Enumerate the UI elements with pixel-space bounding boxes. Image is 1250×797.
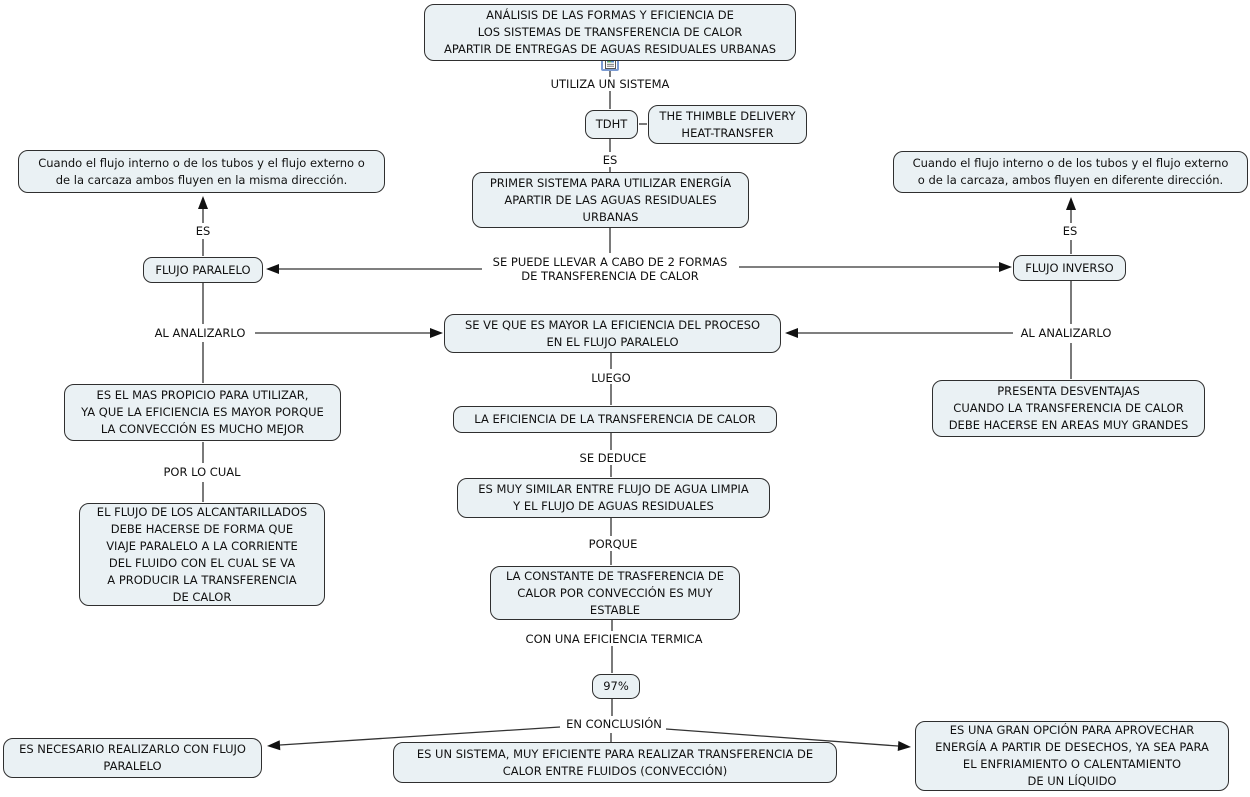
node-flujo-inverso-definicion[interactable]: Cuando el flujo interno o de los tubos y… xyxy=(893,151,1248,193)
node-tdht[interactable]: TDHT xyxy=(585,110,638,139)
link-label-al-analizarlo-right[interactable]: AL ANALIZARLO xyxy=(1020,326,1112,340)
link-label-luego[interactable]: LUEGO xyxy=(591,371,631,385)
node-thimble-delivery[interactable]: THE THIMBLE DELIVERY HEAT-TRANSFER xyxy=(648,105,807,144)
node-flujo-paralelo[interactable]: FLUJO PARALELO xyxy=(143,257,263,283)
link-label-con-una-eficiencia[interactable]: CON UNA EFICIENCIA TERMICA xyxy=(525,632,703,646)
link-label-utiliza-un-sistema[interactable]: UTILIZA UN SISTEMA xyxy=(550,77,670,91)
node-constante-conveccion[interactable]: LA CONSTANTE DE TRASFERENCIA DE CALOR PO… xyxy=(490,566,740,620)
node-primer-sistema[interactable]: PRIMER SISTEMA PARA UTILIZAR ENERGÍA APA… xyxy=(472,172,749,228)
link-label-es-right[interactable]: ES xyxy=(1062,224,1078,238)
connectors xyxy=(202,61,1072,747)
node-flujo-alcantarillados[interactable]: EL FLUJO DE LOS ALCANTARILLADOS DEBE HAC… xyxy=(79,503,325,606)
arrowheads xyxy=(198,196,1076,751)
node-muy-similar[interactable]: ES MUY SIMILAR ENTRE FLUJO DE AGUA LIMPI… xyxy=(457,478,770,518)
link-label-al-analizarlo-left[interactable]: AL ANALIZARLO xyxy=(154,326,246,340)
link-label-en-conclusion[interactable]: EN CONCLUSIÓN xyxy=(566,717,662,731)
node-title[interactable]: ANÁLISIS DE LAS FORMAS Y EFICIENCIA DE L… xyxy=(424,4,796,61)
link-label-es-left[interactable]: ES xyxy=(195,224,211,238)
link-label-porque[interactable]: PORQUE xyxy=(588,537,638,551)
link-label-por-lo-cual[interactable]: POR LO CUAL xyxy=(163,465,241,479)
node-flujo-inverso[interactable]: FLUJO INVERSO xyxy=(1013,255,1126,281)
link-label-es-center[interactable]: ES xyxy=(602,153,618,167)
node-necesario-flujo-paralelo[interactable]: ES NECESARIO REALIZARLO CON FLUJO PARALE… xyxy=(3,738,262,778)
link-label-se-deduce[interactable]: SE DEDUCE xyxy=(579,451,647,465)
node-mas-propicio[interactable]: ES EL MAS PROPICIO PARA UTILIZAR, YA QUE… xyxy=(64,384,341,441)
node-97-porciento[interactable]: 97% xyxy=(592,674,640,699)
node-eficiencia-transferencia[interactable]: LA EFICIENCIA DE LA TRANSFERENCIA DE CAL… xyxy=(453,406,777,433)
node-gran-opcion[interactable]: ES UNA GRAN OPCIÓN PARA APROVECHAR ENERG… xyxy=(915,721,1229,791)
link-label-se-puede-llevar[interactable]: SE PUEDE LLEVAR A CABO DE 2 FORMAS DE TR… xyxy=(492,255,728,283)
node-sistema-eficiente[interactable]: ES UN SISTEMA, MUY EFICIENTE PARA REALIZ… xyxy=(393,742,837,783)
node-mayor-eficiencia[interactable]: SE VE QUE ES MAYOR LA EFICIENCIA DEL PRO… xyxy=(444,314,781,353)
node-presenta-desventajas[interactable]: PRESENTA DESVENTAJAS CUANDO LA TRANSFERE… xyxy=(932,380,1205,437)
node-flujo-paralelo-definicion[interactable]: Cuando el flujo interno o de los tubos y… xyxy=(18,150,385,193)
